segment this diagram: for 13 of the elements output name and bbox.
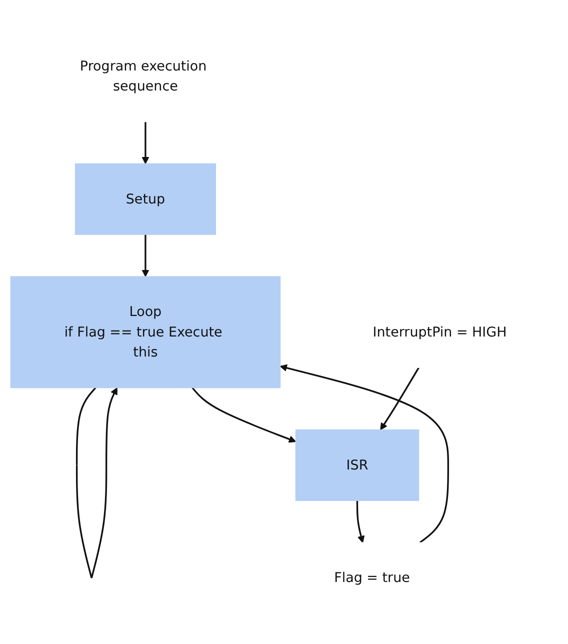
arrow: [380, 367, 420, 430]
node-box: ISR: [295, 429, 420, 501]
arrow: [142, 234, 150, 277]
arrow: [76, 387, 118, 578]
arrow: [280, 364, 450, 544]
arrow: [356, 500, 365, 543]
node-box: Loop if Flag == true Execute this: [10, 276, 281, 388]
arrow: [142, 122, 150, 164]
node-text: Flag = true: [334, 570, 410, 586]
node-text: Program execution sequence: [80, 58, 207, 94]
node-box: Setup: [74, 163, 216, 235]
arrow: [192, 387, 296, 443]
node-text: InterruptPin = HIGH: [372, 324, 507, 340]
